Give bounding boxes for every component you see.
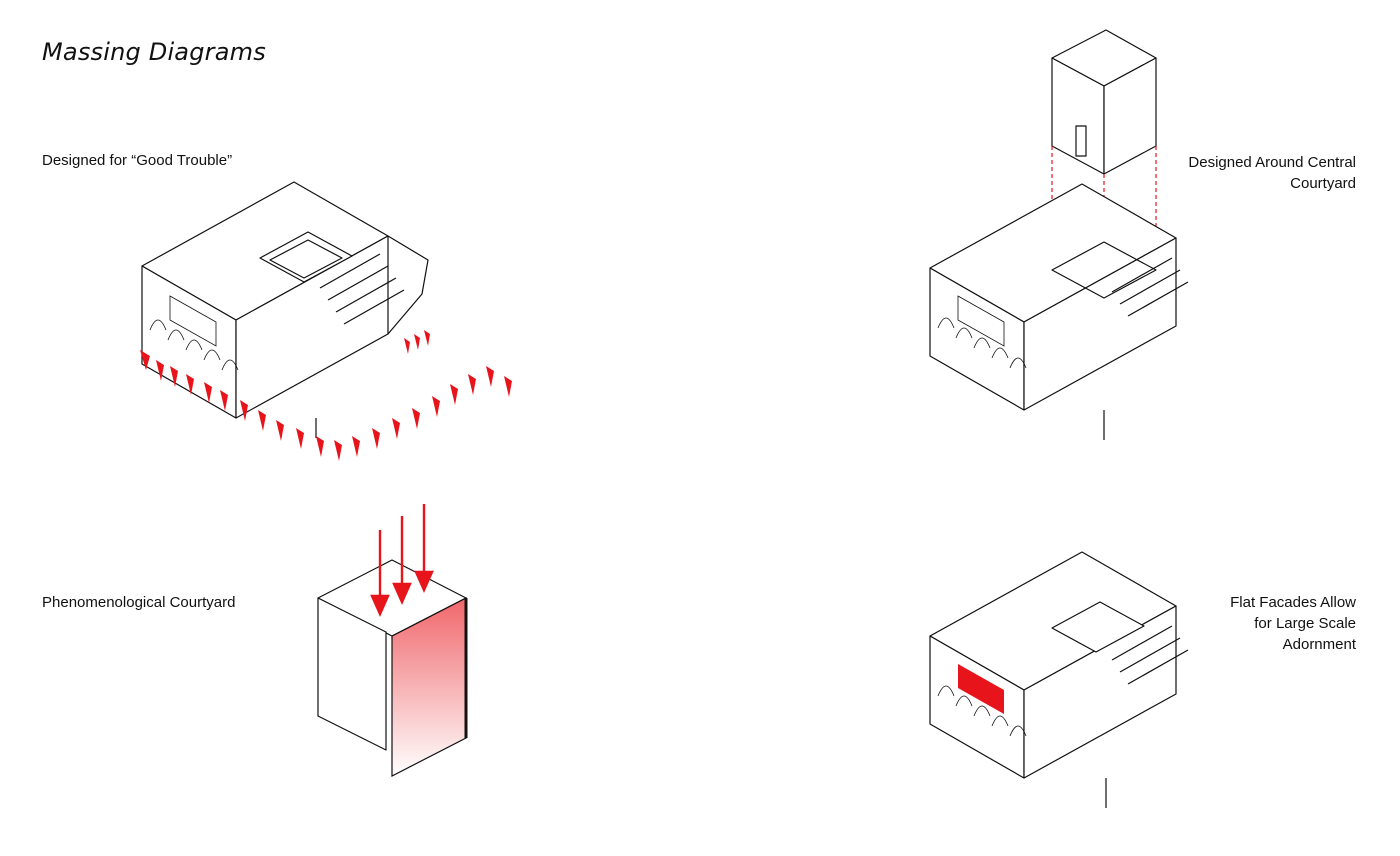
- arcade: [937, 685, 1027, 737]
- light-arrows: [370, 504, 434, 617]
- barrel-vaults: [1111, 625, 1189, 685]
- label-flat-facades: Flat Facades Allow for Large Scale Adorn…: [1230, 592, 1356, 655]
- courtyard-void: [1051, 241, 1157, 299]
- label-line: Flat Facades Allow: [1230, 594, 1356, 611]
- label-line: for Large Scale: [1254, 615, 1356, 632]
- crowd: [140, 330, 512, 461]
- barrel-vaults: [1111, 257, 1189, 317]
- tower-opening: [1075, 125, 1087, 157]
- label-line: Adornment: [1282, 636, 1356, 653]
- building-massing: [141, 181, 429, 438]
- facade-panel: [169, 295, 217, 347]
- page-title: Massing Diagrams: [42, 38, 266, 66]
- arcade: [149, 319, 239, 371]
- arrow-head: [414, 570, 434, 593]
- building-massing: [929, 183, 1189, 440]
- phenomenological-courtyard-diagram: [317, 504, 468, 777]
- crowd-figures: [140, 350, 512, 461]
- arcade: [937, 317, 1027, 369]
- building-central-courtyard-diagram: [929, 29, 1189, 440]
- courtyard-box: [259, 231, 353, 283]
- label-good-trouble: Designed for “Good Trouble”: [42, 152, 233, 169]
- label-line: Courtyard: [1290, 175, 1356, 192]
- lifted-tower: [1051, 29, 1157, 175]
- adornment-panel: [958, 664, 1004, 714]
- barrel-vaults: [319, 253, 405, 325]
- right-facade: [1023, 237, 1177, 411]
- tower-left: [317, 597, 387, 751]
- building-flat-facades-diagram: [929, 551, 1189, 808]
- facade-panel: [957, 295, 1005, 347]
- crowd-figures-terrace: [404, 330, 430, 354]
- arrow-head: [392, 582, 412, 605]
- building-good-trouble-diagram: [140, 181, 512, 461]
- courtyard-box: [1051, 601, 1145, 653]
- courtyard-inner: [269, 239, 343, 279]
- label-central-courtyard: Designed Around Central Courtyard: [1188, 152, 1356, 194]
- label-line: Designed Around Central: [1188, 154, 1356, 171]
- vault-edge: [387, 235, 429, 335]
- label-phenomenological: Phenomenological Courtyard: [42, 594, 236, 611]
- arrow-head: [370, 594, 390, 617]
